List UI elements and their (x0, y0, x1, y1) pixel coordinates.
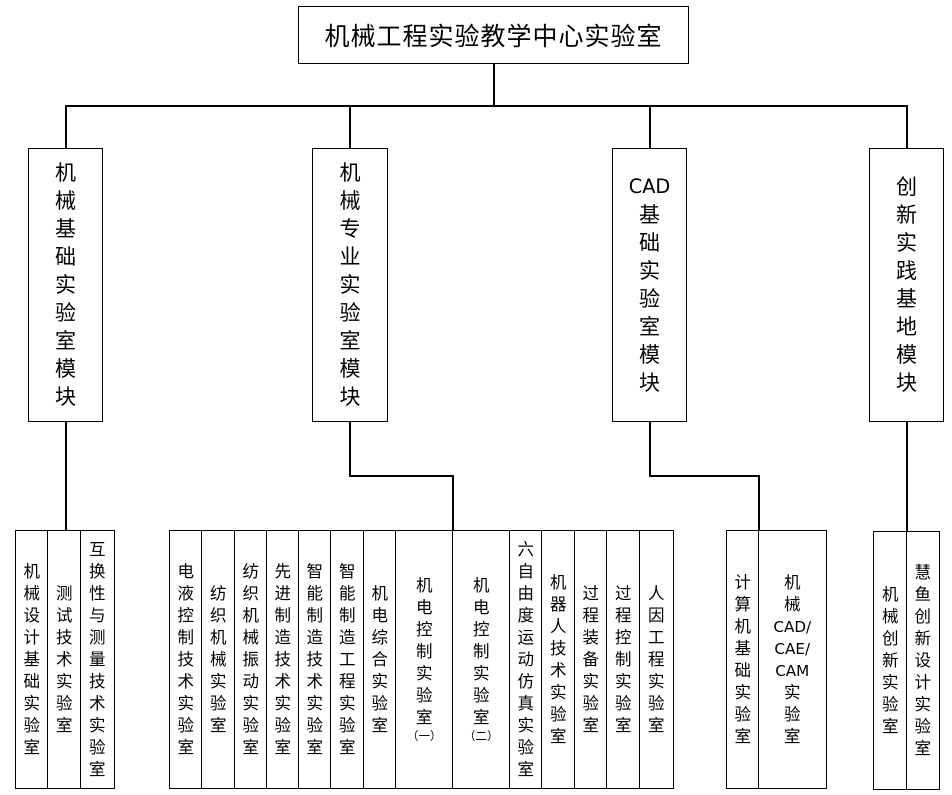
module-label: 机械基础实验室模块 (55, 161, 76, 409)
lab-node: 智能制造技术实验室 (298, 530, 332, 789)
lab-node: 互换性与测量技术实验室 (80, 530, 115, 789)
lab-node: 六自由度运动仿真实验室 (509, 530, 543, 789)
lab-label: 测试技术实验室 (56, 583, 73, 735)
connector-line (349, 105, 351, 148)
lab-node: 计算机基础实验室 (726, 530, 760, 789)
lab-label: 互换性与测量技术实验室 (89, 539, 106, 779)
lab-node: 机电控制实验室（二） (452, 530, 511, 789)
connector-line (906, 105, 908, 148)
module-node: 机械基础实验室模块 (28, 148, 103, 422)
lab-label: 机电控制实验室（一） (406, 575, 442, 743)
lab-label: 人因工程实验室 (648, 583, 665, 735)
lab-label: 机械创新实验室 (882, 584, 899, 736)
module-label: 创新实践基地模块 (896, 175, 917, 395)
lab-node: 纺织机械振动实验室 (234, 530, 268, 789)
lab-label: 机电控制实验室（二） (463, 575, 499, 743)
connector-line (758, 475, 760, 530)
root-title: 机械工程实验教学中心实验室 (324, 22, 663, 51)
lab-label: 智能制造工程实验室 (339, 561, 356, 757)
lab-node: 机器人技术实验室 (541, 530, 576, 789)
lab-label: 先进制造技术实验室 (274, 561, 292, 757)
connector-line (649, 105, 651, 148)
connector-line (65, 105, 907, 107)
module-node: 创新实践基地模块 (869, 148, 944, 422)
connector-line (649, 475, 759, 477)
lab-label: 慧鱼创新设计实验室 (914, 562, 932, 758)
lab-label: 电液控制技术实验室 (177, 561, 195, 757)
lab-label: 智能制造技术实验室 (306, 561, 324, 757)
connector-line (65, 421, 67, 530)
connector-line (452, 475, 454, 530)
connector-line (65, 105, 67, 148)
lab-node: 机械设计基础实验室 (15, 530, 49, 789)
lab-label: 过程装备实验室 (582, 583, 600, 735)
lab-node: 机械创新实验室 (873, 531, 908, 790)
lab-node: 人因工程实验室 (639, 530, 674, 789)
lab-label: 过程控制实验室 (615, 583, 632, 735)
connector-line (349, 421, 351, 475)
root-node: 机械工程实验教学中心实验室 (298, 6, 689, 64)
connector-line (906, 421, 908, 531)
lab-node: 先进制造技术实验室 (266, 530, 300, 789)
lab-label: 纺织机械振动实验室 (242, 561, 260, 757)
lab-node: 慧鱼创新设计实验室 (906, 531, 940, 790)
connector-line (649, 421, 651, 475)
lab-node: 纺织机械实验室 (201, 530, 236, 789)
connector-line (493, 63, 495, 106)
lab-node: 智能制造工程实验室 (330, 530, 365, 789)
lab-node: 测试技术实验室 (47, 530, 82, 789)
lab-label: 六自由度运动仿真实验室 (517, 539, 535, 779)
lab-label: 纺织机械实验室 (210, 583, 227, 735)
lab-node: 过程装备实验室 (574, 530, 608, 789)
module-node: 机械专业实验室模块 (312, 148, 388, 422)
lab-label: 机械设计基础实验室 (23, 561, 41, 757)
connector-line (349, 475, 453, 477)
module-label: 机械专业实验室模块 (339, 161, 361, 409)
lab-label: 机电综合实验室 (371, 583, 389, 735)
lab-node: 机电控制实验室（一） (395, 530, 454, 789)
lab-node: 电液控制技术实验室 (169, 530, 203, 789)
lab-node: 过程控制实验室 (606, 530, 641, 789)
lab-label: 机器人技术实验室 (550, 572, 567, 746)
lab-label: 计算机基础实验室 (734, 572, 752, 746)
lab-node: 机电综合实验室 (363, 530, 397, 789)
